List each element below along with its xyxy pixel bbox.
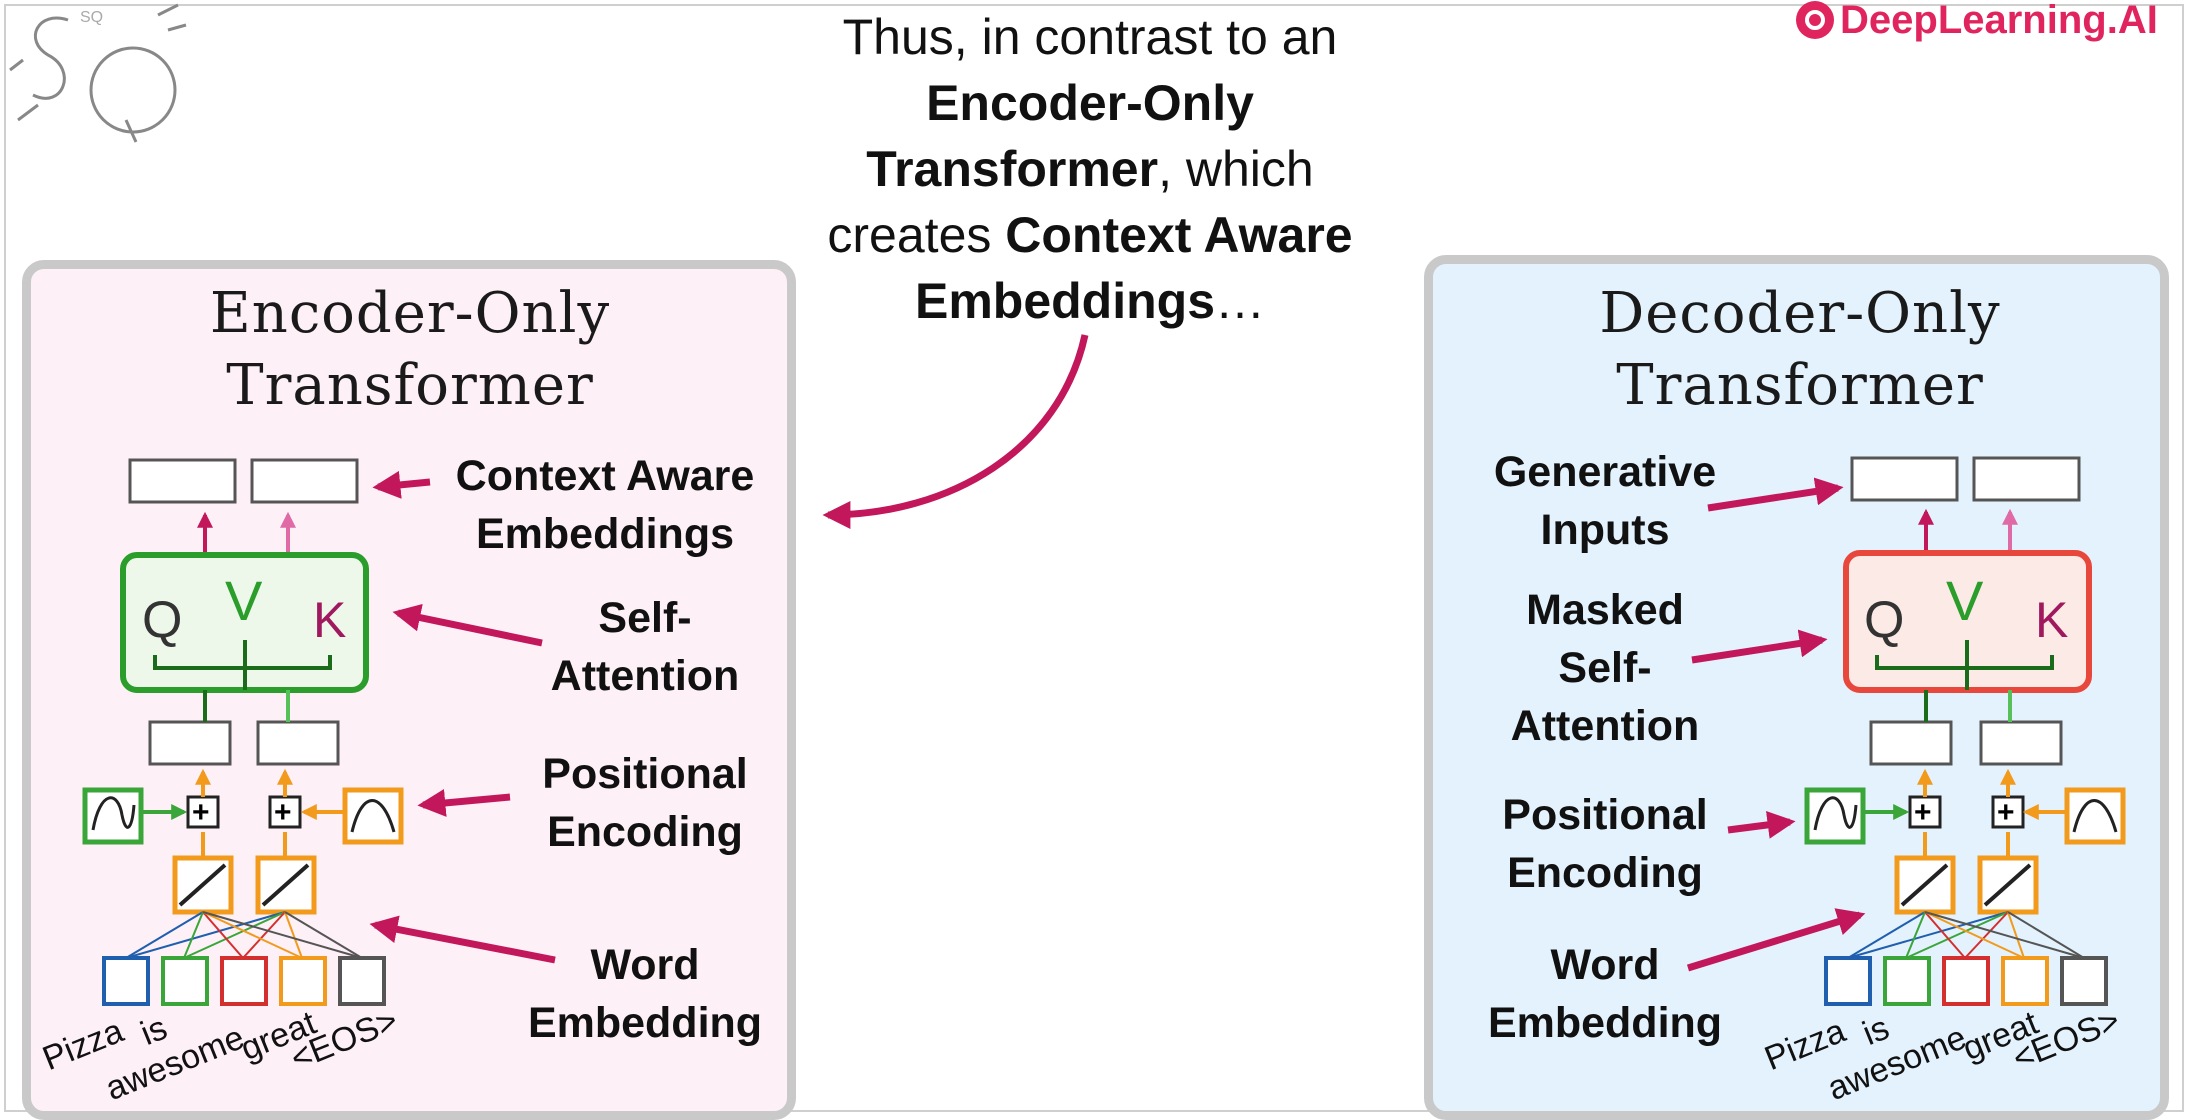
- deeplearning-ai-brand: DeepLearning.AI: [1796, 0, 2158, 40]
- encoder-label-word-embedding: Word Embedding: [527, 941, 763, 1047]
- svg-text:+: +: [192, 796, 210, 829]
- encoder-label-self-attention: Self- Attention: [550, 594, 740, 700]
- caption-embeddings: Embeddings: [914, 273, 1216, 329]
- encoder-label-positional-encoding: Positional Encoding: [542, 750, 748, 856]
- caption-line-1: Thus, in contrast to an: [842, 9, 1338, 65]
- svg-text:V: V: [1946, 569, 1984, 632]
- encoder-diagram: Q V K + +: [82, 458, 556, 1006]
- decoder-diagram: Q V K + +: [1686, 456, 2126, 1006]
- deeplearning-logo-icon: [1796, 1, 1834, 39]
- slide-frame: [4, 4, 2184, 1112]
- decoder-label-generative-inputs: Generative Inputs: [1493, 448, 1717, 554]
- svg-text:+: +: [274, 796, 292, 829]
- decoder-title: Decoder-Only Transformer: [1599, 281, 2001, 418]
- decoder-label-word-embedding: Word Embedding: [1487, 941, 1723, 1047]
- svg-text:K: K: [313, 592, 346, 648]
- caption-context-aware: Context Aware: [1005, 207, 1353, 263]
- decoder-label-positional-encoding: Positional Encoding: [1502, 791, 1708, 897]
- statquest-logo: SQ: [9, 3, 187, 143]
- decoder-label-masked-self-attention: Masked Self- Attention: [1510, 586, 1700, 750]
- slide-caption: Thus, in contrast to an Encoder-Only Tra…: [770, 4, 1410, 334]
- svg-text:+: +: [1997, 796, 2015, 829]
- svg-text:Q: Q: [142, 591, 182, 649]
- encoder-label-context-aware-embeddings: Context Aware Embeddings: [455, 452, 755, 558]
- svg-text:V: V: [225, 569, 263, 632]
- svg-text:SQ: SQ: [80, 9, 103, 26]
- svg-text:K: K: [2035, 592, 2068, 648]
- encoder-title: Encoder-Only Transformer: [209, 281, 611, 418]
- caption-encoder-only: Encoder-Only: [926, 75, 1254, 131]
- caption-transformer: Transformer: [866, 141, 1159, 197]
- svg-text:Q: Q: [1864, 591, 1904, 649]
- brand-text: DeepLearning.AI: [1840, 0, 2158, 42]
- svg-text:+: +: [1914, 796, 1932, 829]
- caption-pointer-arrow: [822, 334, 1089, 529]
